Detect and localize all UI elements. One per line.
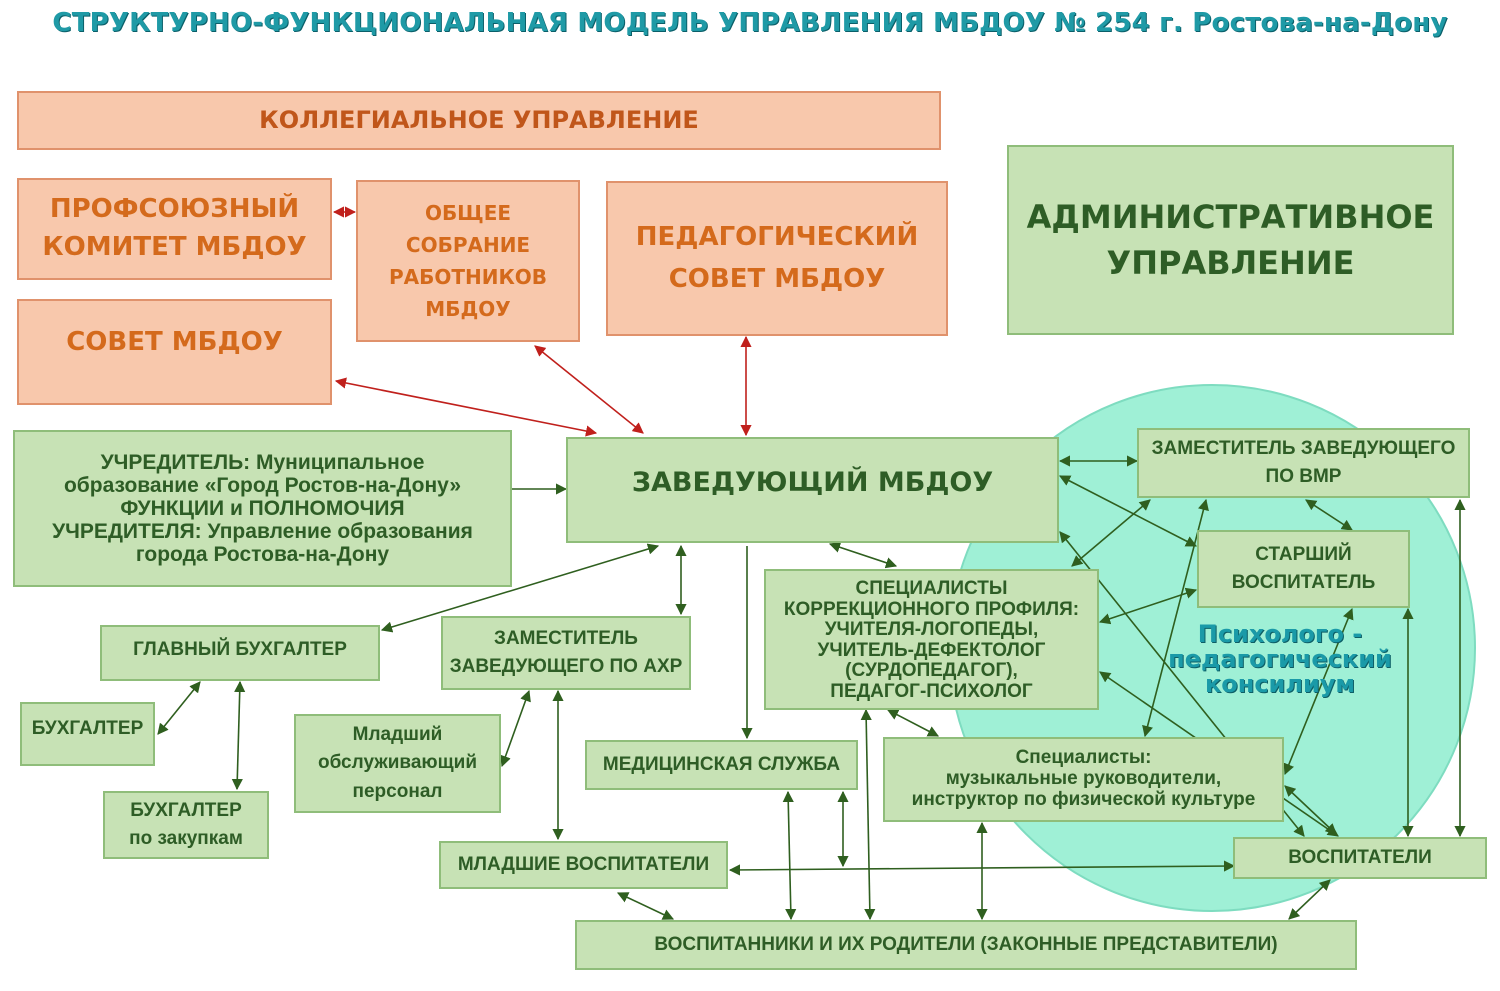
link-ahr-junior-staff	[500, 689, 531, 768]
other-specialists-box: Специалисты: музыкальные руководители, и…	[883, 737, 1284, 822]
link-chief-procurement	[231, 680, 246, 791]
consilium-label: Психолого - педагогический консилиум	[1168, 620, 1392, 699]
link-senior-correction	[1098, 587, 1198, 625]
link-educators-pupils	[1288, 879, 1331, 920]
link-correction-pupils	[860, 708, 876, 921]
pedagogical-council-box: ПЕДАГОГИЧЕСКИЙ СОВЕТ МБДОУ	[606, 181, 948, 336]
diagram-title: СТРУКТУРНО-ФУНКЦИОНАЛЬНАЯ МОДЕЛЬ УПРАВЛЕ…	[52, 8, 1448, 38]
link-medical-pupils	[782, 790, 797, 921]
link-council-head	[334, 377, 598, 437]
junior-staff-box: Младший обслуживающий персонал	[294, 714, 501, 813]
junior-educators-box: МЛАДШИЕ ВОСПИТАТЕЛИ	[439, 841, 728, 889]
link-other-educators	[1284, 785, 1337, 835]
medical-service-box: МЕДИЦИНСКАЯ СЛУЖБА	[585, 740, 858, 790]
pupils-parents-box: ВОСПИТАННИКИ И ИХ РОДИТЕЛИ (ЗАКОННЫЕ ПРЕ…	[575, 920, 1357, 970]
correction-specialists-box: СПЕЦИАЛИСТЫ КОРРЕКЦИОННОГО ПРОФИЛЯ: УЧИТ…	[764, 569, 1099, 710]
administrative-management-box: АДМИНИСТРАТИВНОЕ УПРАВЛЕНИЕ	[1007, 145, 1454, 335]
link-head-chief-accountant	[380, 543, 660, 633]
link-head-correction	[828, 541, 898, 569]
link-chief-accountant	[157, 681, 201, 735]
founder-box: УЧРЕДИТЕЛЬ: Муниципальное образование «Г…	[13, 430, 512, 587]
head-box: ЗАВЕДУЮЩИЙ МБДОУ	[566, 437, 1059, 543]
deputy-ahr-box: ЗАМЕСТИТЕЛЬ ЗАВЕДУЮЩЕГО ПО АХР	[441, 616, 691, 690]
educators-box: ВОСПИТАТЕЛИ	[1233, 837, 1487, 879]
accountant-box: БУХГАЛТЕР	[20, 702, 155, 766]
deputy-vmr-box: ЗАМЕСТИТЕЛЬ ЗАВЕДУЮЩЕГО ПО ВМР	[1137, 428, 1470, 498]
link-vmr-senior	[1305, 499, 1353, 531]
council-box: СОВЕТ МБДОУ	[17, 299, 332, 405]
link-junior-educators-pupils	[616, 892, 675, 920]
trade-union-committee-box: ПРОФСОЮЗНЫЙ КОМИТЕТ МБДОУ	[17, 178, 332, 280]
link-meeting-head	[534, 345, 644, 434]
link-correction-other	[887, 709, 939, 737]
link-vmr-correction	[1071, 499, 1151, 567]
collegial-management-box: КОЛЛЕГИАЛЬНОЕ УПРАВЛЕНИЕ	[17, 91, 941, 150]
general-meeting-box: ОБЩЕЕ СОБРАНИЕ РАБОТНИКОВ МБДОУ	[356, 180, 580, 342]
senior-educator-box: СТАРШИЙ ВОСПИТАТЕЛЬ	[1197, 530, 1410, 608]
chief-accountant-box: ГЛАВНЫЙ БУХГАЛТЕР	[100, 625, 380, 681]
procurement-accountant-box: БУХГАЛТЕР по закупкам	[103, 791, 269, 859]
